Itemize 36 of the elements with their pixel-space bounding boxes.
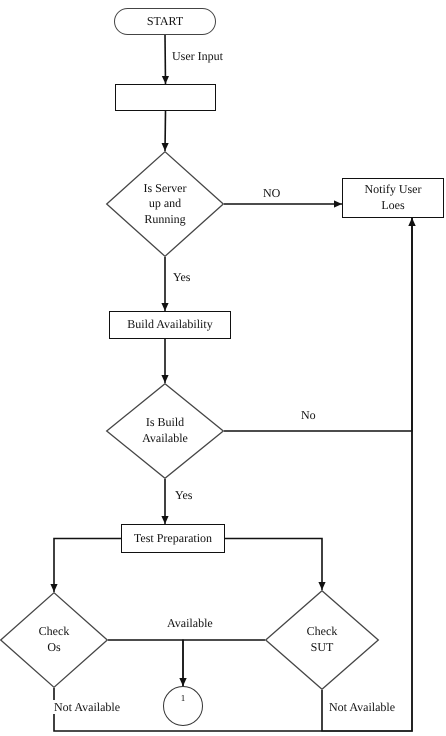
node-label: Notify User Loes (364, 182, 422, 214)
process-box (121, 524, 225, 553)
arrow (161, 339, 169, 383)
arrow (225, 538, 326, 590)
node-label: Build Availability (127, 317, 213, 333)
edge-label: Not Available (328, 700, 396, 714)
edge-label: Yes (172, 270, 192, 284)
decision-diamond (106, 151, 224, 257)
connector-circle (163, 686, 203, 726)
node-label: Check SUT (306, 624, 338, 656)
node-label: Is Build Available (141, 415, 189, 447)
node-label: Test Preparation (134, 530, 212, 546)
arrow (162, 35, 170, 84)
decision-diamond (265, 590, 379, 690)
arrow (162, 110, 169, 152)
arrow (161, 257, 169, 311)
edge-label: User Input (171, 49, 224, 64)
node-label: START (146, 14, 184, 30)
arrow (321, 218, 416, 732)
process-box (115, 84, 216, 111)
node-label: Is Server up and Running (142, 180, 188, 228)
edge-label: Available (166, 616, 214, 630)
decision-diamond (0, 592, 108, 688)
arrow (161, 479, 169, 524)
edge-label: Yes (174, 488, 194, 502)
node-label: Check Os (38, 624, 70, 656)
arrow (179, 639, 265, 686)
process-box (109, 311, 231, 339)
edge-label: NO (262, 186, 282, 200)
process-box (342, 178, 444, 218)
arrow (50, 538, 121, 592)
arrow (224, 200, 342, 208)
start-terminator (114, 8, 216, 35)
edge-label: No (300, 408, 317, 422)
decision-diamond (106, 383, 224, 479)
node-label: 1 (180, 693, 186, 705)
